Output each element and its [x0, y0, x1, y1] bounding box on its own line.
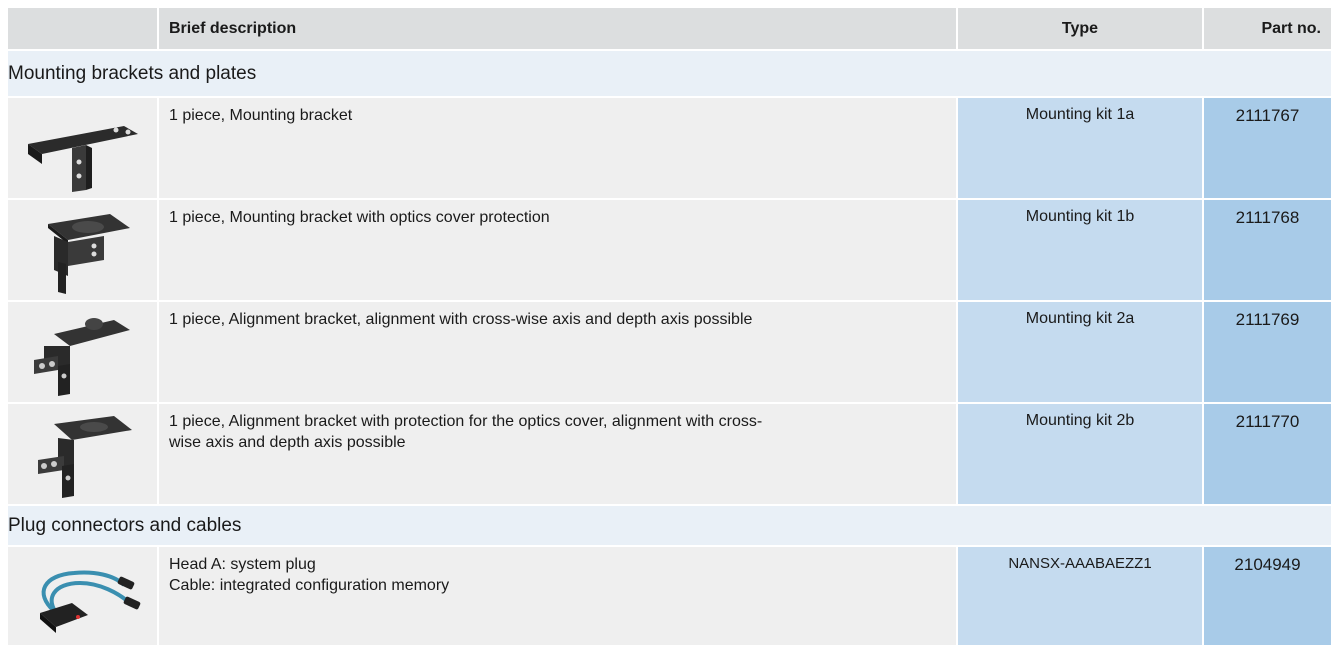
alignment-bracket-cover-icon — [38, 416, 132, 498]
table-header: Brief description Type Part no. — [0, 8, 1335, 49]
row-part-no: 2111769 — [1204, 302, 1331, 402]
table-row: Head A: system plug Cable: integrated co… — [0, 547, 1335, 645]
row-part-no: 2104949 — [1204, 547, 1331, 645]
mounting-bracket-cover-icon — [48, 214, 130, 294]
alignment-bracket-icon — [34, 318, 130, 396]
row-description: 1 piece, Alignment bracket, alignment wi… — [159, 302, 956, 402]
product-image-cell — [8, 404, 157, 504]
row-type: Mounting kit 2b — [958, 404, 1202, 504]
description-line: 1 piece, Mounting bracket — [169, 107, 353, 124]
row-description: 1 piece, Alignment bracket with protecti… — [159, 404, 956, 504]
row-type: Mounting kit 1a — [958, 98, 1202, 198]
row-part-no: 2111770 — [1204, 404, 1331, 504]
description-line: 1 piece, Alignment bracket, alignment wi… — [169, 311, 753, 328]
system-plug-cable-icon — [40, 570, 141, 633]
product-image-cell — [8, 302, 157, 402]
mounting-bracket-icon — [28, 126, 138, 192]
description-line: 1 piece, Alignment bracket with protecti… — [169, 413, 763, 430]
description-line: wise axis and depth axis possible — [169, 434, 406, 451]
header-image-cell — [8, 8, 157, 49]
row-type: NANSX-AAABAEZZ1 — [958, 547, 1202, 645]
row-part-no: 2111767 — [1204, 98, 1331, 198]
description-line: Head A: system plug — [169, 556, 316, 573]
row-type: Mounting kit 2a — [958, 302, 1202, 402]
row-part-no: 2111768 — [1204, 200, 1331, 300]
row-description: 1 piece, Mounting bracket with optics co… — [159, 200, 956, 300]
table-row: 1 piece, Alignment bracket, alignment wi… — [0, 302, 1335, 402]
product-image-cell — [8, 98, 157, 198]
header-type: Type — [958, 8, 1202, 49]
section-plug-connectors: Plug connectors and cables — [8, 506, 1331, 545]
table-row: 1 piece, Mounting bracket with optics co… — [0, 200, 1335, 300]
description-line: Cable: integrated configuration memory — [169, 577, 450, 594]
product-image-cell — [8, 547, 157, 645]
row-description: 1 piece, Mounting bracket — [159, 98, 956, 198]
header-brief-description: Brief description — [159, 8, 956, 49]
header-part-no: Part no. — [1204, 8, 1331, 49]
table-row: 1 piece, Mounting bracket Mounting kit 1… — [0, 98, 1335, 198]
description-line: 1 piece, Mounting bracket with optics co… — [169, 209, 550, 226]
section-mounting-brackets: Mounting brackets and plates — [8, 51, 1331, 96]
product-image-cell — [8, 200, 157, 300]
table-row: 1 piece, Alignment bracket with protecti… — [0, 404, 1335, 504]
row-type: Mounting kit 1b — [958, 200, 1202, 300]
row-description: Head A: system plug Cable: integrated co… — [159, 547, 956, 645]
